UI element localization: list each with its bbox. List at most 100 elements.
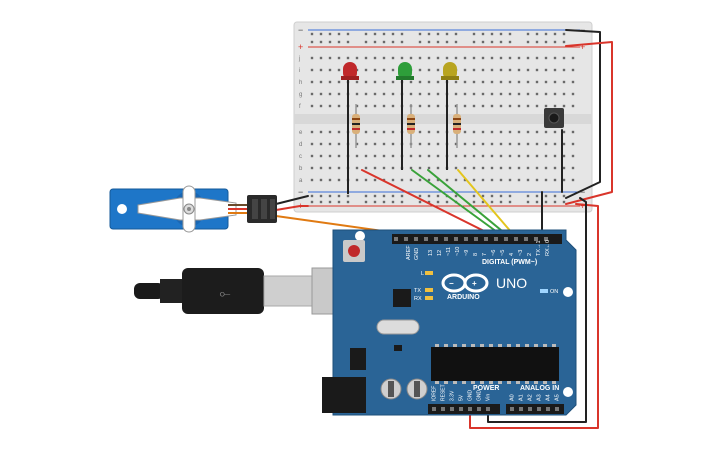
breadboard-hole <box>355 154 359 158</box>
power-pin-label: Vin <box>486 394 492 401</box>
header-pin[interactable] <box>544 237 548 241</box>
rail-hole <box>508 40 512 44</box>
wire-green-led-signal[interactable] <box>411 169 509 241</box>
breadboard-hole <box>391 142 395 146</box>
breadboard-hole <box>328 80 332 84</box>
header-pin[interactable] <box>414 237 418 241</box>
breadboard-hole <box>319 166 323 170</box>
header-pin[interactable] <box>528 407 532 411</box>
breadboard-hole <box>364 154 368 158</box>
breadboard-hole <box>373 80 377 84</box>
header-pin[interactable] <box>555 407 559 411</box>
wire-5v[interactable] <box>469 203 599 429</box>
header-pin[interactable] <box>404 237 408 241</box>
power-jack <box>322 377 366 413</box>
header-pin[interactable] <box>486 407 490 411</box>
wire-green2-signal[interactable] <box>427 169 514 241</box>
wire-yellow-led-signal[interactable] <box>457 169 519 241</box>
header-pin[interactable] <box>432 407 436 411</box>
rail-hole <box>562 40 566 44</box>
header-pin[interactable] <box>514 237 518 241</box>
wire-servo-power[interactable] <box>275 205 309 211</box>
breadboard-hole <box>571 142 575 146</box>
servo-icon[interactable] <box>109 185 277 233</box>
header-pin[interactable] <box>424 237 428 241</box>
header-pin[interactable] <box>477 407 481 411</box>
wire-servo-gnd[interactable] <box>275 195 309 205</box>
yellow-led[interactable] <box>441 62 459 80</box>
reset-button-cap[interactable] <box>348 245 360 257</box>
rail-hole <box>562 32 566 36</box>
breadboard-hole <box>364 92 368 96</box>
breadboard-hole <box>409 166 413 170</box>
rx-label: RX <box>414 296 422 302</box>
usb-cable-icon[interactable]: ⟜ <box>134 267 371 315</box>
green-led[interactable] <box>396 62 414 80</box>
header-pin[interactable] <box>534 237 538 241</box>
wire-ground-loop[interactable] <box>565 29 601 199</box>
breadboard-hole <box>508 142 512 146</box>
breadboard-hole <box>544 154 548 158</box>
breadboard-hole <box>454 154 458 158</box>
breadboard-hole <box>472 80 476 84</box>
breadboard-hole <box>571 104 575 108</box>
wire-gnd[interactable] <box>487 197 587 423</box>
header-pin[interactable] <box>537 407 541 411</box>
breadboard-hole <box>544 166 548 170</box>
header-pin[interactable] <box>494 237 498 241</box>
header-pin[interactable] <box>474 237 478 241</box>
breadboard-hole <box>319 56 323 60</box>
resistor-icon[interactable] <box>352 104 360 148</box>
header-pin[interactable] <box>546 407 550 411</box>
pushbutton-icon[interactable] <box>544 108 564 128</box>
header-pin[interactable] <box>441 407 445 411</box>
breadboard-hole <box>310 166 314 170</box>
header-pin[interactable] <box>484 237 488 241</box>
breadboard-hole <box>553 104 557 108</box>
breadboard-hole <box>508 80 512 84</box>
resistor-icon[interactable] <box>407 104 415 148</box>
header-pin[interactable] <box>468 407 472 411</box>
header-pin[interactable] <box>510 407 514 411</box>
breadboard-hole <box>508 166 512 170</box>
resistor-icon[interactable] <box>453 104 461 148</box>
usb-symbol: ⟜ <box>219 285 230 301</box>
breadboard-hole <box>463 154 467 158</box>
breadboard-hole <box>337 154 341 158</box>
digital-pin-label: ~5 <box>500 250 506 256</box>
breadboard-hole <box>382 104 386 108</box>
rail-hole <box>454 40 458 44</box>
header-pin[interactable] <box>450 407 454 411</box>
header-pin[interactable] <box>454 237 458 241</box>
breadboard-hole <box>319 154 323 158</box>
header-pin[interactable] <box>444 237 448 241</box>
red-led[interactable] <box>341 62 359 80</box>
rail-hole <box>418 194 422 198</box>
svg-text:−: − <box>449 279 454 288</box>
header-pin[interactable] <box>434 237 438 241</box>
breadboard-hole <box>517 130 521 134</box>
header-pin[interactable] <box>464 237 468 241</box>
breadboard-hole <box>535 178 539 182</box>
rail-hole <box>427 40 431 44</box>
breadboard-hole <box>553 130 557 134</box>
chip-pin <box>507 344 511 347</box>
arduino-brand: ARDUINO <box>447 294 480 301</box>
power-pin-label: 5V <box>459 394 465 401</box>
breadboard-hole <box>373 130 377 134</box>
header-pin[interactable] <box>394 237 398 241</box>
header-pin[interactable] <box>504 237 508 241</box>
digital-pin-label: ~9 <box>464 250 470 256</box>
wire-power-loop[interactable] <box>565 41 613 205</box>
breadboard-hole <box>328 154 332 158</box>
header-pin[interactable] <box>519 407 523 411</box>
breadboard-hole <box>337 56 341 60</box>
breadboard-hole <box>571 166 575 170</box>
header-pin[interactable] <box>459 407 463 411</box>
header-pin[interactable] <box>524 237 528 241</box>
breadboard-hole <box>481 166 485 170</box>
rail-hole <box>553 40 557 44</box>
wire-red-led-signal[interactable] <box>361 169 503 241</box>
